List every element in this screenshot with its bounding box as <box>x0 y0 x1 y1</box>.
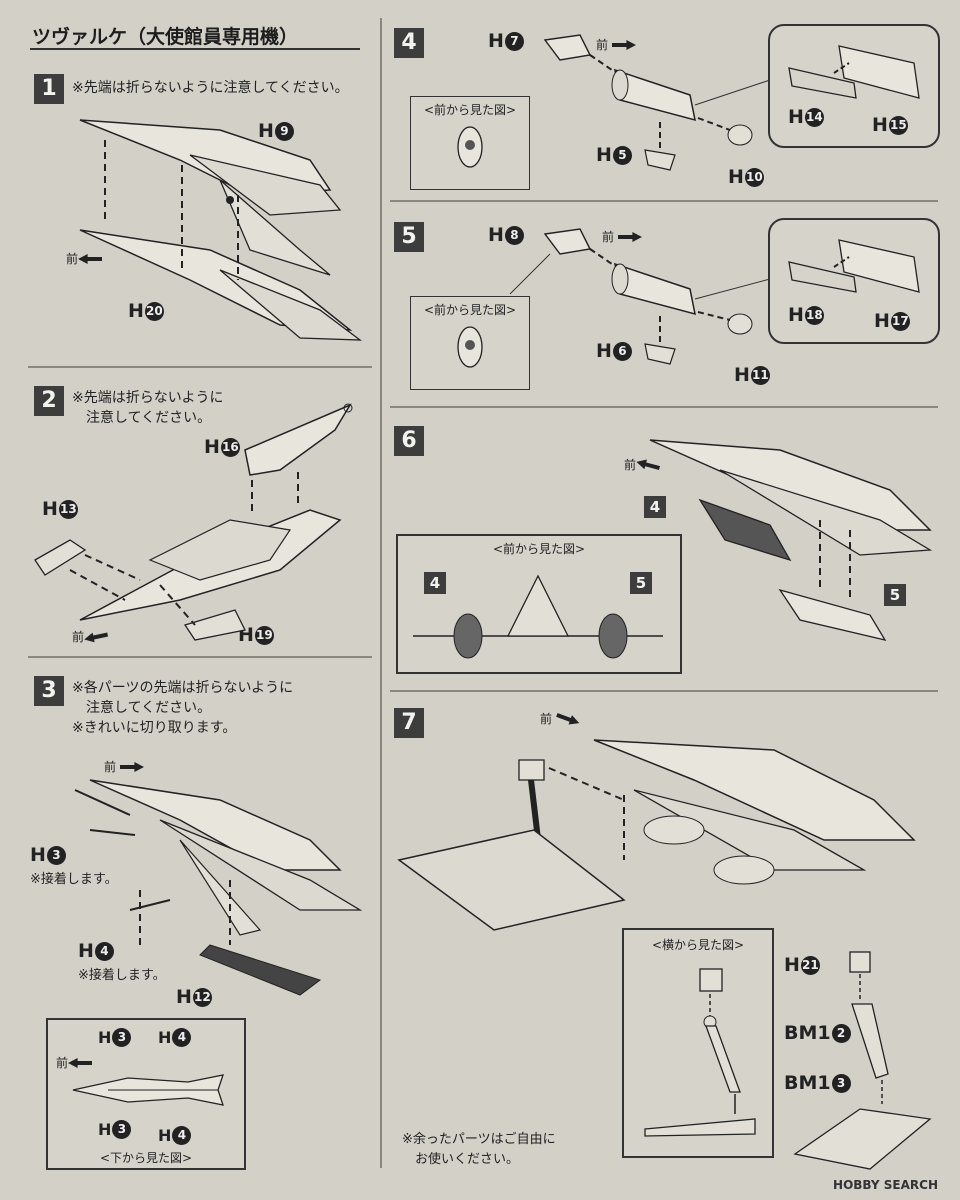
step-3-illustration <box>74 779 363 996</box>
step-6-front-view-inset: <前から見た図> 4 5 <box>396 534 682 674</box>
step-2-illustration <box>34 403 353 641</box>
step-5-number: 5 <box>394 222 424 252</box>
detail-drawing-5 <box>788 239 920 293</box>
title-underline <box>30 48 360 50</box>
step-7-number: 7 <box>394 708 424 738</box>
step-5-front-view-inset: <前から見た図> <box>410 296 530 390</box>
glue-note-h3: ※接着します。 <box>30 872 118 887</box>
stand-parts-drawing <box>793 951 932 1170</box>
step-6-number: 6 <box>394 426 424 456</box>
bottom-view-drawing <box>72 1074 224 1106</box>
inset-tag-4: 4 <box>424 572 446 594</box>
step-5-inset-title: <前から見た図> <box>423 303 517 317</box>
hobby-search-watermark: HOBBY SEARCH <box>833 1178 938 1192</box>
step-7-side-view-inset: <横から見た図> <box>622 928 774 1158</box>
divider-right-1 <box>390 200 938 202</box>
step-1-illustration <box>79 119 363 341</box>
step-4-number: 4 <box>394 28 424 58</box>
inset-forward: 前 <box>56 1054 96 1071</box>
forward-indicator-4: 前 <box>596 36 636 53</box>
forward-indicator-2: 前 <box>72 628 112 645</box>
glue-note-h4: ※接着します。 <box>78 968 166 983</box>
front-view-drawing-4 <box>457 126 483 168</box>
detail-drawing-4 <box>788 45 920 99</box>
page-title: ツヴァルケ（大使館員専用機） <box>32 26 299 48</box>
divider-left-2 <box>28 656 372 658</box>
step-6-tag-5: 5 <box>884 584 906 606</box>
forward-indicator-6: 前 <box>624 456 664 473</box>
step-4-front-view-inset: <前から見た図> <box>410 96 530 190</box>
step-7-illustration <box>397 739 916 931</box>
forward-indicator-5: 前 <box>602 228 642 245</box>
step-4-illustration <box>543 34 771 171</box>
front-view-drawing-5 <box>457 326 483 368</box>
step-6-tag-4: 4 <box>644 496 666 518</box>
step-5-illustration <box>509 228 771 365</box>
step-3-note: ※各パーツの先端は折らないように 注意してください。 ※きれいに切り取ります。 <box>72 680 294 736</box>
step-1-note: ※先端は折らないように注意してください。 <box>72 80 349 96</box>
step-1-number: 1 <box>34 74 64 104</box>
step-4-inset-title: <前から見た図> <box>423 103 517 117</box>
front-view-drawing-6 <box>413 574 663 659</box>
divider-right-3 <box>390 690 938 692</box>
inset-tag-5: 5 <box>630 572 652 594</box>
divider-left-1 <box>28 366 372 368</box>
step-7-note: ※余ったパーツはご自由に お使いください。 <box>402 1132 556 1167</box>
side-view-drawing <box>644 968 756 1137</box>
center-divider <box>380 18 382 1168</box>
forward-indicator-3: 前 <box>104 758 144 775</box>
divider-right-2 <box>390 406 938 408</box>
step-6-inset-title: <前から見た図> <box>492 542 586 556</box>
forward-indicator-7: 前 <box>540 710 580 727</box>
step-2-number: 2 <box>34 386 64 416</box>
step-3-inset-title: <下から見た図> <box>99 1151 193 1165</box>
step-7-inset-title: <横から見た図> <box>651 938 745 952</box>
forward-indicator-1: 前 <box>66 250 106 267</box>
step-6-illustration <box>649 439 933 641</box>
step-2-note: ※先端は折らないように 注意してください。 <box>72 390 224 426</box>
step-3-number: 3 <box>34 676 64 706</box>
